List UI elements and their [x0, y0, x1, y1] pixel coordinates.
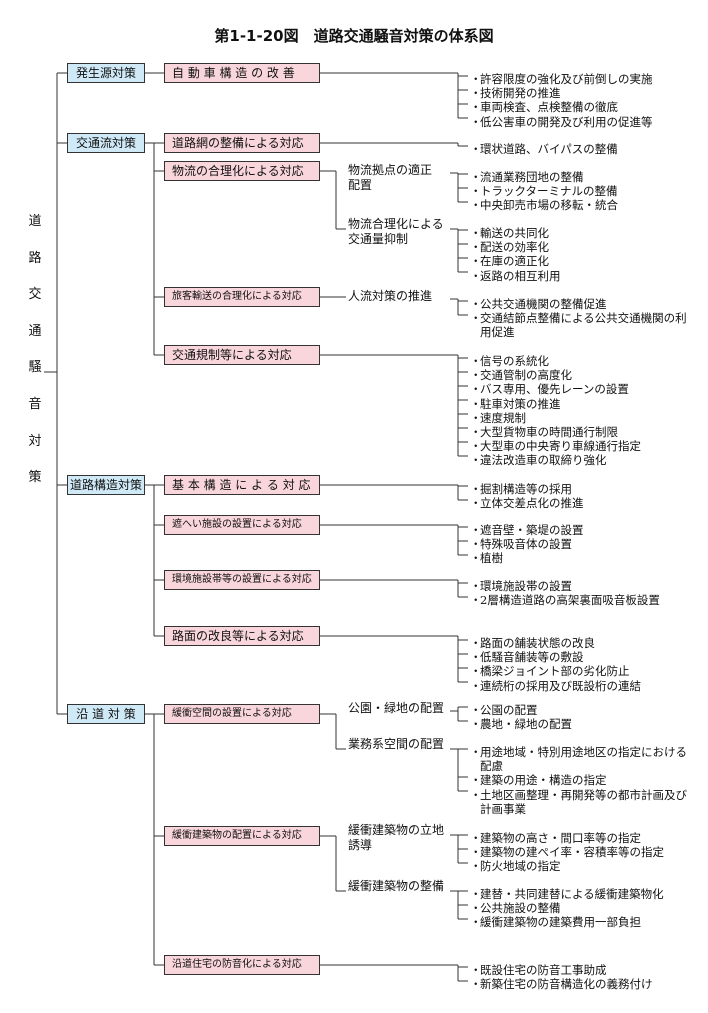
leaf-item: ・公園の配置	[470, 703, 538, 717]
leaf-item: ・トラックターミナルの整備	[470, 184, 618, 199]
measure-box: 沿道住宅の防音化による対応	[164, 955, 320, 975]
leaf-item: ・連続桁の採用及び既設桁の連結	[470, 678, 641, 693]
leaf-item: ・2層構造道路の高架裏面吸音板設置	[470, 593, 660, 608]
leaf-item: ・防火地域の指定	[470, 859, 561, 874]
leaf-item: ・建築物の高さ・間口率等の指定	[470, 831, 641, 845]
leaf-item: ・許容限度の強化及び前倒しの実施	[470, 72, 653, 86]
leaf-item: ・交通結節点整備による公共交通機関の利用促進	[470, 311, 687, 340]
measure-box: 旅客輸送の合理化による対応	[164, 287, 320, 307]
leaf-group: ・遮音壁・築堤の設置・特殊吸音体の設置・植樹	[468, 523, 693, 566]
leaf-group: ・路面の舗装状態の改良・低騒音舗装等の敷設・橋梁ジョイント部の劣化防止・連続桁の…	[468, 636, 693, 693]
measure-box: 緩衝建築物の配置による対応	[164, 826, 320, 846]
measure-box: 緩衝空間の設置による対応	[164, 704, 320, 724]
leaf-item: ・中央卸売市場の移転・統合	[470, 198, 618, 213]
leaf-item: ・緩衝建築物の建築費用一部負担	[470, 915, 641, 930]
leaf-item: ・農地・緑地の配置	[470, 717, 572, 732]
root-char: 道	[28, 214, 42, 229]
leaf-item: ・大型車の中央寄り車線通行指定	[470, 439, 641, 454]
leaf-item: ・環状道路、バイパスの整備	[470, 142, 618, 156]
leaf-group: ・公園の配置・農地・緑地の配置	[468, 703, 693, 731]
leaf-item: ・低騒音舗装等の敷設	[470, 650, 584, 665]
leaf-item: ・技術開発の推進	[470, 86, 561, 101]
leaf-item: ・駐車対策の推進	[470, 396, 561, 411]
measure-box: 自 動 車 構 造 の 改 善	[164, 63, 320, 83]
leaf-item: ・立体交差点化の推進	[470, 496, 584, 511]
measure-box: 路面の改良等による対応	[164, 626, 320, 646]
leaf-group: ・既設住宅の防音工事助成・新築住宅の防音構造化の義務付け	[468, 963, 693, 991]
leaf-group: ・信号の系統化・交通管制の高度化・バス専用、優先レーンの設置・駐車対策の推進・速…	[468, 354, 693, 468]
leaf-item: ・環境施設帯の設置	[470, 579, 572, 593]
leaf-item: ・返路の相互利用	[470, 268, 561, 283]
root-char: 音	[28, 396, 42, 412]
measure-box: 物流の合理化による対応	[164, 161, 320, 181]
leaf-group: ・流通業務団地の整備・トラックターミナルの整備・中央卸売市場の移転・統合	[468, 170, 693, 213]
sub-measure-label: 人流対策の推進	[348, 289, 433, 303]
leaf-item: ・既設住宅の防音工事助成	[470, 963, 607, 977]
leaf-item: ・新築住宅の防音構造化の義務付け	[470, 977, 653, 992]
leaf-group: ・環状道路、バイパスの整備	[468, 142, 693, 156]
leaf-item: ・建替・共同建替による緩衝建築物化	[470, 887, 664, 901]
leaf-item: ・公共交通機関の整備促進	[470, 297, 607, 311]
sub-measure-label: 物流拠点の適正配置	[348, 163, 433, 192]
leaf-group: ・用途地域・特別用途地区の指定における配慮・建築の用途・構造の指定・土地区画整理…	[468, 745, 693, 816]
root-char: 策	[28, 470, 42, 486]
leaf-item: ・輸送の共同化	[470, 226, 549, 240]
leaf-item: ・配送の効率化	[470, 240, 549, 255]
leaf-group: ・掘割構造等の採用・立体交差点化の推進	[468, 482, 693, 510]
measure-box: 道路網の整備による対応	[164, 133, 320, 153]
leaf-item: ・大型貨物車の時間通行制限	[470, 425, 618, 440]
root-char: 騒	[28, 360, 42, 376]
root-label: 道路交通騒音対策	[26, 204, 44, 497]
leaf-item: ・土地区画整理・再開発等の都市計画及び計画事業	[470, 787, 687, 816]
leaf-item: ・バス専用、優先レーンの設置	[470, 382, 629, 397]
leaf-item: ・違法改造車の取締り強化	[470, 453, 607, 468]
root-char: 路	[28, 250, 42, 266]
leaf-item: ・植樹	[470, 551, 503, 566]
leaf-item: ・流通業務団地の整備	[470, 170, 584, 184]
leaf-item: ・橋梁ジョイント部の劣化防止	[470, 664, 630, 679]
leaf-item: ・信号の系統化	[470, 354, 549, 368]
leaf-item: ・公共施設の整備	[470, 901, 561, 916]
sub-measure-label: 緩衝建築物の整備	[348, 879, 445, 893]
leaf-item: ・路面の舗装状態の改良	[470, 636, 595, 650]
measure-box: 交通規制等による対応	[164, 345, 320, 365]
leaf-group: ・建替・共同建替による緩衝建築物化・公共施設の整備・緩衝建築物の建築費用一部負担	[468, 887, 693, 930]
sub-measure-label: 業務系空間の配置	[348, 737, 445, 751]
category-box: 沿 道 対 策	[67, 704, 145, 724]
category-box: 発生源対策	[67, 63, 145, 83]
leaf-item: ・建築物の建ぺイ率・容積率等の指定	[470, 845, 664, 860]
leaf-group: ・環境施設帯の設置・2層構造道路の高架裏面吸音板設置	[468, 579, 693, 607]
root-char: 対	[28, 433, 42, 449]
root-char: 交	[28, 287, 42, 303]
leaf-group: ・公共交通機関の整備促進・交通結節点整備による公共交通機関の利用促進	[468, 297, 693, 340]
leaf-group: ・許容限度の強化及び前倒しの実施・技術開発の推進・車両検査、点検整備の徹底・低公…	[468, 72, 693, 129]
leaf-item: ・建築の用途・構造の指定	[470, 773, 607, 788]
leaf-item: ・低公害車の開発及び利用の促進等	[470, 114, 653, 129]
leaf-item: ・速度規制	[470, 410, 526, 425]
leaf-item: ・掘割構造等の採用	[470, 482, 572, 496]
category-box: 交通流対策	[67, 133, 145, 153]
leaf-item: ・遮音壁・築堤の設置	[470, 523, 584, 537]
sub-measure-label: 緩衝建築物の立地誘導	[348, 823, 445, 852]
root-char: 通	[28, 323, 42, 339]
leaf-group: ・輸送の共同化・配送の効率化・在庫の適正化・返路の相互利用	[468, 226, 693, 283]
measure-box: 環境施設帯等の設置による対応	[164, 570, 320, 590]
leaf-item: ・交通管制の高度化	[470, 368, 572, 383]
leaf-item: ・用途地域・特別用途地区の指定における配慮	[470, 745, 687, 774]
leaf-item: ・在庫の適正化	[470, 254, 549, 269]
measure-box: 基 本 構 造 に よ る 対 応	[164, 475, 320, 495]
leaf-item: ・車両検査、点検整備の徹底	[470, 100, 618, 115]
leaf-item: ・特殊吸音体の設置	[470, 537, 572, 552]
leaf-group: ・建築物の高さ・間口率等の指定・建築物の建ぺイ率・容積率等の指定・防火地域の指定	[468, 831, 693, 874]
sub-measure-label: 物流合理化による交通量抑制	[348, 217, 444, 246]
sub-measure-label: 公園・緑地の配置	[348, 701, 445, 715]
category-box: 道路構造対策	[67, 475, 145, 495]
measure-box: 遮へい施設の設置による対応	[164, 515, 320, 535]
page-title: 第1-1-20図 道路交通騒音対策の体系図	[214, 27, 494, 45]
